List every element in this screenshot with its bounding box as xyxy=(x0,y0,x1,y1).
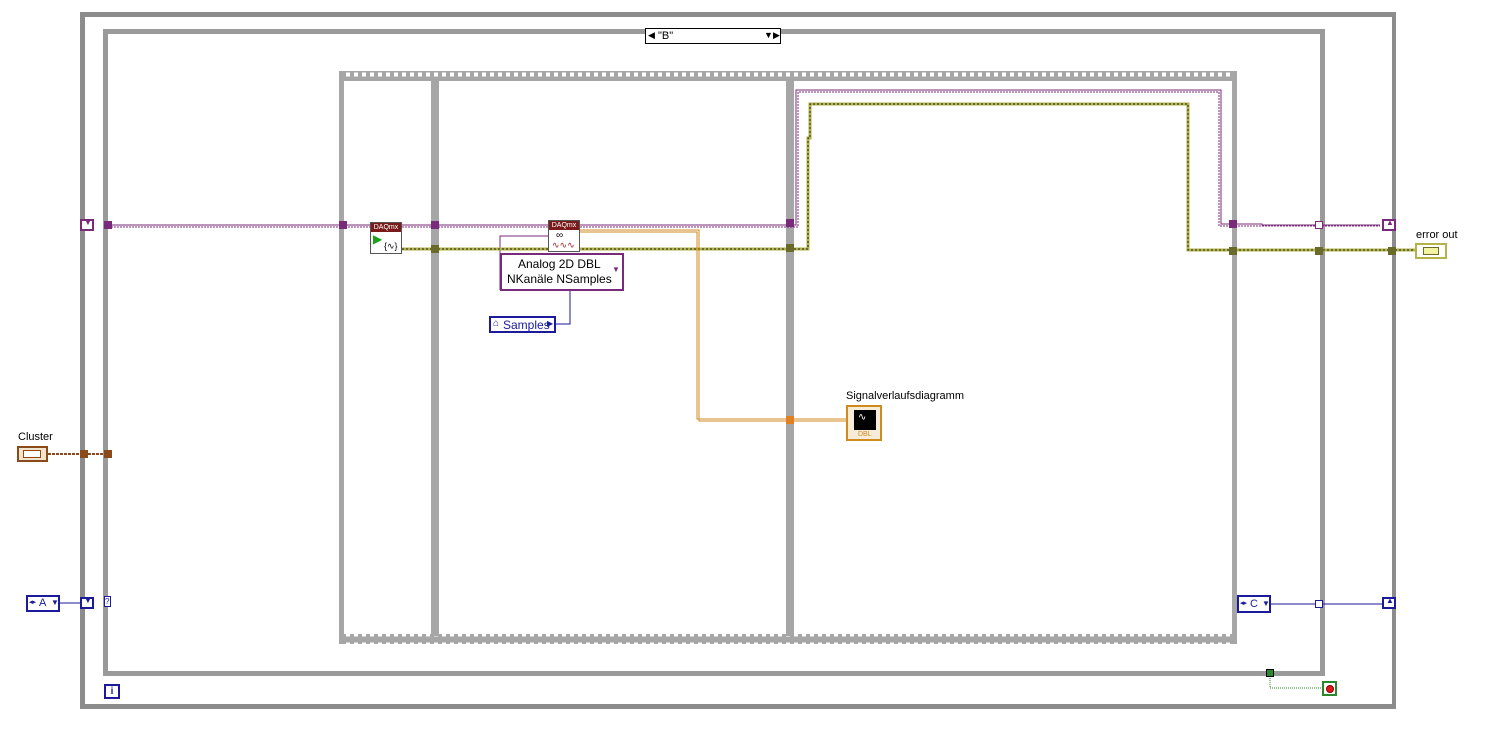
waveform-icon: {∿} xyxy=(384,241,398,251)
shift-register-task-right[interactable]: ▲ xyxy=(1382,218,1396,231)
task-tunnel-frame4[interactable] xyxy=(1229,220,1237,228)
error-out-indicator[interactable] xyxy=(1415,243,1447,259)
error-tunnel-loop-right[interactable] xyxy=(1388,247,1396,255)
enum-tunnel-case-right[interactable] xyxy=(1315,600,1323,608)
data-tunnel-frame3[interactable] xyxy=(786,416,794,424)
polymorphic-selector[interactable]: Analog 2D DBL NKanäle NSamples ▼ xyxy=(500,253,624,291)
cluster-tunnel-case[interactable] xyxy=(104,450,112,458)
error-tunnel-frame2[interactable] xyxy=(431,245,439,253)
play-icon: ▶ xyxy=(373,232,383,246)
chart-label: Signalverlaufsdiagramm xyxy=(846,390,964,402)
error-tunnel-frame4[interactable] xyxy=(1229,247,1237,255)
enum-arrows-icon: ◂▸ xyxy=(29,599,37,606)
enum-c-value: C xyxy=(1250,598,1258,610)
error-wire xyxy=(402,102,1415,252)
question-icon: ? xyxy=(105,597,110,606)
task-wire xyxy=(108,89,1380,228)
enum-constant-a[interactable]: ◂▸ A ▼ xyxy=(26,595,60,612)
task-tunnel-frame1[interactable] xyxy=(339,221,347,229)
chevron-down-icon: ▼ xyxy=(1262,599,1270,608)
error-out-label: error out xyxy=(1416,229,1458,241)
selector-line-2: NKanäle NSamples xyxy=(507,272,612,286)
while-loop[interactable] xyxy=(80,12,1396,709)
enum-a-value: A xyxy=(39,597,47,609)
error-tunnel-case-right[interactable] xyxy=(1315,247,1323,255)
daqmx-banner: DAQmx xyxy=(549,221,579,230)
glasses-icon: ∞ xyxy=(556,230,564,241)
down-arrow-icon: ▼ xyxy=(84,218,92,227)
decrement-arrow-icon[interactable]: ◀ xyxy=(648,30,655,40)
error-tunnel-frame3[interactable] xyxy=(786,244,794,252)
task-tunnel-frame2[interactable] xyxy=(431,221,439,229)
case-selector-value: "B" xyxy=(658,30,674,42)
samples-label: Samples xyxy=(503,318,550,332)
chevron-down-icon: ▼ xyxy=(51,598,59,607)
increment-arrow-icon[interactable]: ▶ xyxy=(773,30,780,40)
info-icon: i xyxy=(110,686,114,697)
samples-local-variable[interactable]: ⌂ Samples ▶ xyxy=(489,316,556,333)
stop-terminal-in[interactable] xyxy=(1266,669,1274,677)
right-arrow-icon: ▶ xyxy=(547,319,554,328)
cluster-tunnel-loop[interactable] xyxy=(80,450,88,458)
task-tunnel-case-right[interactable] xyxy=(1315,221,1323,229)
up-arrow-icon: ▲ xyxy=(1386,218,1394,227)
cluster-icon xyxy=(23,450,41,458)
enum-constant-c[interactable]: ◂▸ C ▼ xyxy=(1237,595,1271,613)
cluster-control[interactable] xyxy=(17,446,48,462)
case-selector[interactable]: ◀ "B" ▼ ▶ xyxy=(645,28,781,44)
case-selector-terminal[interactable]: ? xyxy=(104,596,111,607)
dropdown-arrow-icon[interactable]: ▼ xyxy=(764,30,773,40)
shift-register-enum-right[interactable]: ▲ xyxy=(1382,596,1396,609)
chevron-down-icon: ▼ xyxy=(612,265,620,274)
stop-icon xyxy=(1326,685,1334,693)
shift-register-task-left[interactable]: ▼ xyxy=(80,218,94,231)
chart-type-label: DBL xyxy=(858,431,872,438)
waveform-chart-indicator[interactable]: ∿ DBL xyxy=(846,405,882,441)
shift-register-enum-left[interactable]: ▼ xyxy=(80,596,94,609)
samples-wire xyxy=(556,290,571,325)
chart-trace-icon: ∿ xyxy=(858,412,867,423)
down-arrow-icon: ▼ xyxy=(84,596,92,605)
waveform-icon: ∿∿∿ xyxy=(552,240,575,250)
enum-arrows-icon: ◂▸ xyxy=(1240,600,1248,607)
stop-wire xyxy=(1269,676,1322,689)
stop-terminal[interactable] xyxy=(1322,681,1337,696)
iteration-terminal[interactable]: i xyxy=(104,684,120,699)
error-cluster-icon xyxy=(1423,247,1439,255)
task-tunnel-left[interactable] xyxy=(104,221,112,229)
daqmx-start-task-vi[interactable]: DAQmx ▶ {∿} xyxy=(370,222,402,254)
up-arrow-icon: ▲ xyxy=(1386,596,1394,605)
daqmx-read-vi[interactable]: DAQmx ∞ ∿∿∿ xyxy=(548,220,580,252)
chart-screen xyxy=(854,410,876,430)
home-icon: ⌂ xyxy=(493,318,500,329)
selector-line-1: Analog 2D DBL xyxy=(518,257,601,271)
cluster-label: Cluster xyxy=(18,431,53,443)
daqmx-banner: DAQmx xyxy=(371,223,401,232)
task-tunnel-frame3[interactable] xyxy=(786,219,794,227)
data-wire xyxy=(580,229,846,422)
